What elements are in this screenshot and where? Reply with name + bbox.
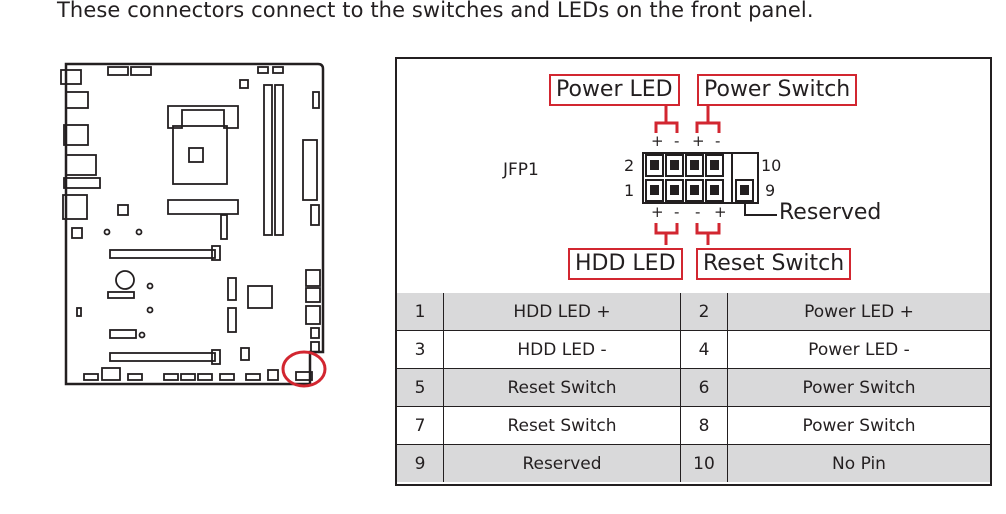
polarity-mark: -	[695, 203, 700, 221]
pin-number-label: 2	[624, 156, 634, 175]
hdd-led-label: HDD LED	[568, 248, 683, 280]
pin-signal: Reserved	[443, 444, 681, 482]
pin-number: 8	[680, 406, 728, 445]
polarity-mark: +	[692, 132, 705, 150]
pin-signal: Power LED -	[727, 330, 990, 369]
jfp1-location-highlight	[281, 350, 327, 388]
polarity-mark: -	[674, 203, 679, 221]
pin-number: 9	[397, 444, 444, 482]
pin-number: 10	[680, 444, 728, 482]
table-row: 9 Reserved 10 No Pin	[397, 444, 990, 482]
pin-signal: Reset Switch	[443, 406, 681, 445]
jfp1-connector-diagram: + - + - + - - + 2 1 10 9 JFP1 Power LED …	[397, 59, 990, 294]
connector-name: JFP1	[503, 160, 539, 180]
table-row: 5 Reset Switch 6 Power Switch	[397, 368, 990, 407]
power-switch-label: Power Switch	[697, 74, 858, 106]
pin-number: 2	[680, 293, 728, 331]
pin-number: 1	[397, 293, 444, 331]
polarity-mark: -	[715, 132, 720, 150]
power-led-label: Power LED	[549, 74, 680, 106]
jfp1-pinout-panel: + - + - + - - + 2 1 10 9 JFP1 Power LED …	[395, 57, 992, 486]
pin-number: 3	[397, 330, 444, 369]
connector-drawing: + - + - + - - + 2 1 10 9	[624, 106, 781, 245]
table-row: 1 HDD LED + 2 Power LED +	[397, 293, 990, 331]
pin-number: 5	[397, 368, 444, 407]
pin-signal: Power LED +	[727, 293, 990, 331]
pin-number: 4	[680, 330, 728, 369]
motherboard-diagram	[60, 62, 327, 388]
pin-signal: HDD LED -	[443, 330, 681, 369]
pin-number: 7	[397, 406, 444, 445]
polarity-mark: +	[651, 203, 664, 221]
reserved-label: Reserved	[779, 200, 882, 225]
pin-number-label: 10	[761, 156, 781, 175]
polarity-mark: -	[674, 132, 679, 150]
pin-number: 6	[680, 368, 728, 407]
table-row: 3 HDD LED - 4 Power LED -	[397, 330, 990, 369]
pin-signal: No Pin	[727, 444, 990, 482]
intro-text: These connectors connect to the switches…	[57, 0, 814, 22]
polarity-mark: +	[651, 132, 664, 150]
pin-number-label: 9	[765, 181, 775, 200]
reset-switch-label: Reset Switch	[696, 248, 852, 280]
pin-signal: Power Switch	[727, 368, 990, 407]
pin-number-label: 1	[624, 181, 634, 200]
polarity-mark: +	[714, 203, 727, 221]
table-row: 7 Reset Switch 8 Power Switch	[397, 406, 990, 445]
pin-signal: Power Switch	[727, 406, 990, 445]
board-outline	[64, 62, 325, 386]
pin-signal: Reset Switch	[443, 368, 681, 407]
pin-assignment-table: 1 HDD LED + 2 Power LED + 3 HDD LED - 4 …	[397, 293, 990, 482]
pin-signal: HDD LED +	[443, 293, 681, 331]
